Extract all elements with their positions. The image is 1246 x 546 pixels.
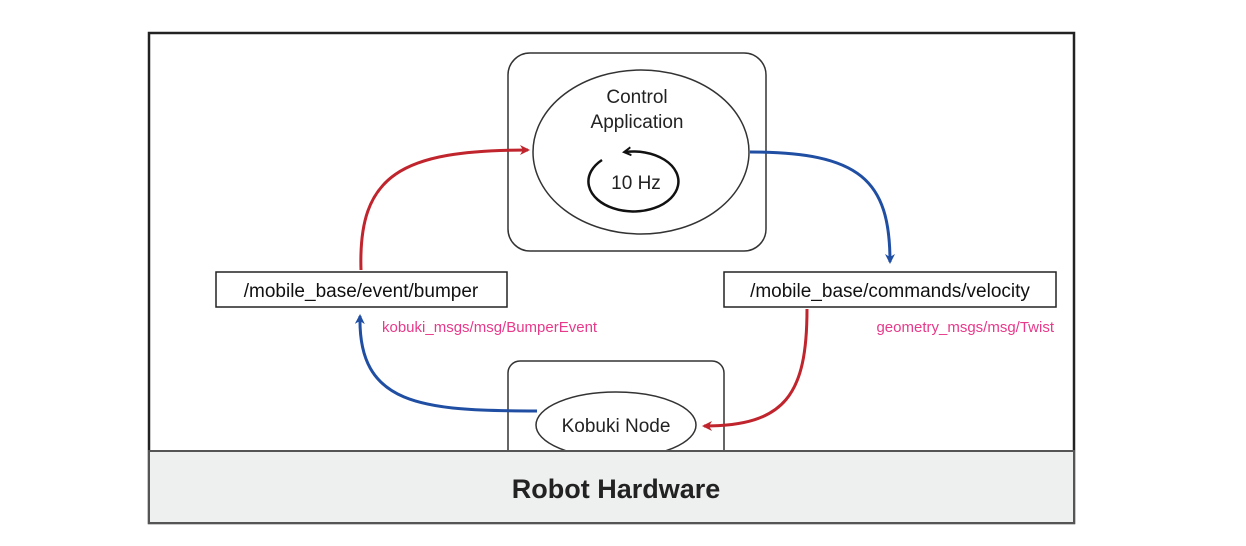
loop-cycle-icon (587, 151, 680, 213)
control-app-title-line2: Application (591, 112, 684, 133)
velocity-topic-label: /mobile_base/commands/velocity (750, 281, 1030, 302)
robot-hardware-bar (148, 450, 1075, 524)
control-to-velocity-arrow (749, 150, 895, 264)
velocity-topic-box (723, 271, 1057, 308)
robot-hardware-label: Robot Hardware (512, 474, 721, 504)
kobuki-node-label: Kobuki Node (562, 416, 671, 437)
bumper-msg-type: kobuki_msgs/msg/BumperEvent (382, 319, 598, 336)
bumper-to-control-arrow (359, 145, 530, 271)
bumper-topic-box (215, 271, 508, 308)
velocity-to-kobuki-arrow (702, 308, 809, 431)
kobuki-to-bumper-arrow (354, 314, 538, 413)
control-rate-label: 10 Hz (611, 173, 661, 194)
velocity-msg-type: geometry_msgs/msg/Twist (876, 319, 1054, 336)
bumper-topic-label: /mobile_base/event/bumper (244, 281, 479, 302)
control-app-title-line1: Control (606, 87, 667, 108)
